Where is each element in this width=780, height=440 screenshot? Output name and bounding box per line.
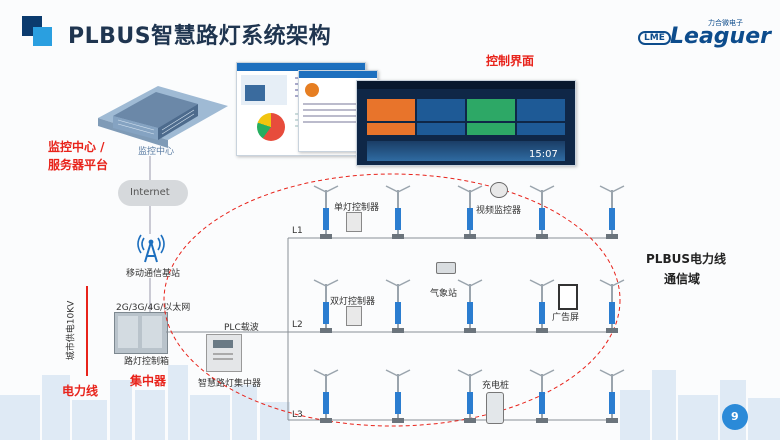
power-line-bar	[86, 286, 88, 376]
mobile-station-label: 移动通信基站	[126, 269, 181, 279]
concentrator-device	[206, 334, 242, 372]
single-ctrl-label: 单灯控制器	[334, 203, 380, 213]
company-logo: LME Leaguer 力合微电子	[630, 18, 771, 52]
control-interface-screen: 15:07	[356, 80, 576, 166]
video-camera-icon	[490, 182, 508, 198]
domain-label-1: PLBUS电力线	[646, 252, 726, 266]
ad-screen-label: 广告屏	[552, 313, 580, 323]
monitor-center-label: 监控中心	[138, 147, 175, 157]
server-platform-label-1: 监控中心 /	[48, 140, 105, 154]
title-icon	[22, 16, 52, 46]
single-lamp-controller-icon	[346, 212, 362, 232]
double-ctrl-label: 双灯控制器	[330, 297, 376, 307]
ad-screen-icon	[558, 284, 578, 310]
weather-label: 气象站	[430, 289, 458, 299]
logo-subtitle: 力合微电子	[708, 19, 743, 27]
logo-badge: LME	[638, 31, 671, 45]
cabinet-label: 路灯控制箱	[124, 357, 170, 367]
server-platform-label-2: 服务器平台	[48, 158, 109, 172]
power-line-label: 电力线	[62, 384, 99, 398]
weather-station-icon	[436, 262, 456, 274]
concentrator-label: 智慧路灯集中器	[198, 379, 262, 389]
page-number-badge: 9	[722, 404, 748, 430]
bus-label-l3: L3	[292, 410, 303, 420]
domain-label-2: 通信域	[664, 272, 701, 286]
double-lamp-controller-icon	[346, 306, 362, 326]
internet-label: Internet	[130, 187, 170, 198]
control-ui-label: 控制界面	[486, 54, 535, 68]
concentrator-red-label: 集中器	[130, 374, 167, 388]
page-title: PLBUS智慧路灯系统架构	[68, 24, 332, 49]
bus-label-l2: L2	[292, 320, 303, 330]
network-types-label: 2G/3G/4G/以太网	[116, 303, 191, 313]
charger-icon	[486, 392, 504, 424]
antenna-icon	[137, 234, 165, 263]
charger-label: 充电桩	[482, 381, 510, 391]
internet-cloud	[118, 180, 188, 206]
video-ctrl-label: 视频监控器	[476, 206, 522, 216]
plc-label: PLC载波	[224, 323, 259, 333]
control-cabinet	[114, 312, 168, 354]
logo-name: Leaguer	[670, 24, 771, 49]
clock-text: 15:07	[529, 149, 558, 160]
page-number: 9	[731, 410, 739, 423]
city-skyline-background	[0, 365, 780, 440]
monitoring-building	[98, 86, 228, 148]
pie-chart-icon	[257, 113, 285, 141]
bus-label-l1: L1	[292, 226, 303, 236]
